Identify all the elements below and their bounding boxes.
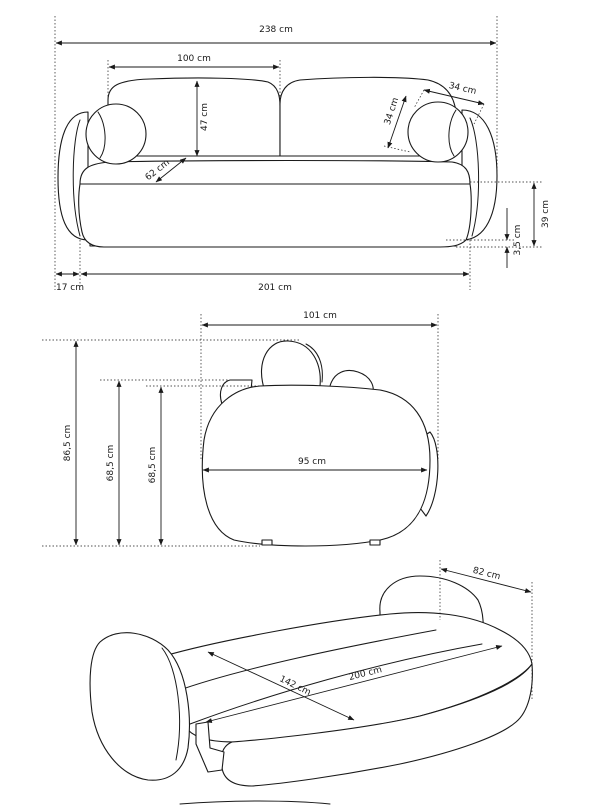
side-view: 101 cm 95 cm 86,5 cm 68,5 cm 68,5 cm: [42, 311, 439, 547]
left-back-cushion: [107, 77, 281, 157]
pillow-width-label: 34 cm: [448, 81, 478, 97]
leg-height-label: 3,5 cm: [513, 225, 523, 256]
bed-near-armrest: [89, 632, 190, 781]
sofa-base: [78, 183, 472, 248]
side-foot-right: [369, 539, 381, 546]
seat-height-label: 39 cm: [541, 200, 551, 228]
side-depth-label: 82 cm: [472, 566, 502, 582]
seat-cushion: [79, 159, 471, 185]
cushion-height-label: 47 cm: [200, 103, 210, 131]
total-width-label: 238 cm: [259, 25, 293, 35]
seat-width-label: 201 cm: [258, 283, 292, 293]
front-view: 238 cm 100 cm 47 cm 62 cm 34 cm 34 cm 39…: [54, 16, 551, 293]
backrest-height-b-label: 68,5 cm: [148, 447, 158, 484]
inner-depth-label: 95 cm: [298, 457, 326, 467]
right-pillow: [407, 101, 469, 163]
side-foot-left: [261, 539, 273, 546]
bed-pullout-frame: [195, 721, 225, 773]
backrest-height-a-label: 68,5 cm: [106, 445, 116, 482]
depth-label: 101 cm: [303, 311, 337, 321]
total-height-label: 86,5 cm: [63, 425, 73, 462]
bed-view: 82 cm 142 cm 200 cm: [89, 560, 533, 805]
cushion-width-label: 100 cm: [177, 54, 211, 64]
left-pillow: [85, 103, 147, 165]
armrest-width-label: 17 cm: [56, 283, 84, 293]
